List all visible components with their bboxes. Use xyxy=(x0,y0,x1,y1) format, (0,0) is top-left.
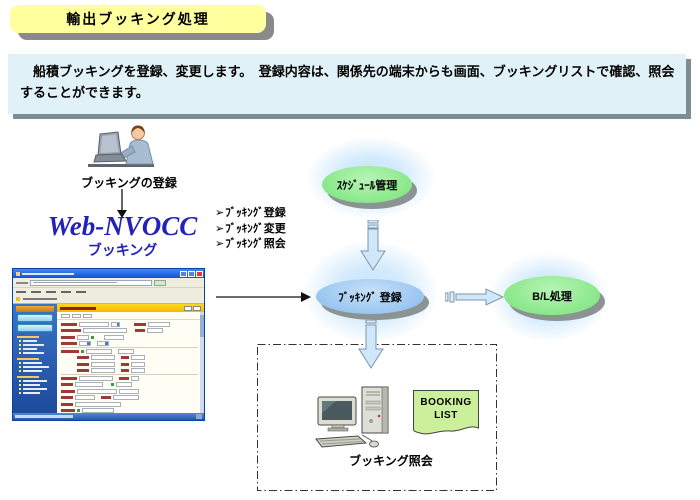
function-item: ➢ﾌﾞｯｷﾝｸﾞ照会 xyxy=(215,238,286,250)
node-schedule: ｽｹｼﾞｭｰﾙ管理 xyxy=(322,166,417,209)
browser-sidebar-nav xyxy=(13,304,57,413)
arrow-down-actor-to-system xyxy=(117,189,127,218)
document-shape xyxy=(413,390,479,435)
arrow-bullet-icon: ➢ xyxy=(215,207,225,219)
web-system-subtitle: ブッキング xyxy=(87,242,158,259)
description-box: 船積ブッキングを登録、変更します。 登録内容は、関係先の端末からも画面、ブッキン… xyxy=(8,54,686,114)
booking-screen-thumbnail xyxy=(12,268,205,421)
document-title: BOOKING LIST xyxy=(420,397,472,421)
browser-app-icon xyxy=(16,271,20,276)
node-bl: B/L処理 xyxy=(504,276,605,321)
browser-status-bar xyxy=(13,413,204,420)
favorites-icon xyxy=(16,297,20,301)
close-icon xyxy=(196,270,203,277)
node-booking: ﾌﾞｯｷﾝｸﾞ 登録 xyxy=(316,279,429,320)
sidebar-header xyxy=(16,306,54,312)
inquiry-region-border xyxy=(257,344,497,491)
minimize-icon xyxy=(180,270,187,277)
booking-list-document: BOOKING LIST xyxy=(412,389,480,439)
page-title: 輸出ブッキング処理 xyxy=(10,5,266,33)
function-item: ➢ﾌﾞｯｷﾝｸﾞ登録 xyxy=(215,207,286,219)
form-pagination xyxy=(57,312,204,320)
web-system-title: Web-NVOCC ブッキング xyxy=(25,212,220,260)
arrow-3d-down-schedule-to-booking xyxy=(360,220,386,271)
browser-form-area xyxy=(57,320,204,413)
person-at-laptop-icon xyxy=(88,125,154,167)
arrow-3d-right-booking-to-bl xyxy=(445,288,505,306)
inquiry-caption: ブッキング照会 xyxy=(349,454,433,468)
actor-caption: ブッキングの登録 xyxy=(81,176,177,190)
browser-title-bar xyxy=(13,269,204,278)
function-list: ➢ﾌﾞｯｷﾝｸﾞ登録 ➢ﾌﾞｯｷﾝｸﾞ変更 ➢ﾌﾞｯｷﾝｸﾞ照会 xyxy=(215,206,286,253)
sidebar-button xyxy=(17,314,53,322)
form-header-bar xyxy=(57,304,204,312)
address-input xyxy=(30,279,152,286)
maximize-icon xyxy=(188,270,195,277)
arrow-bullet-icon: ➢ xyxy=(215,222,225,235)
scrollbar xyxy=(200,312,204,413)
sidebar-button xyxy=(17,324,53,332)
go-button xyxy=(154,279,166,286)
arrow-3d-down-booking-to-inquiry xyxy=(358,320,384,369)
browser-address-bar xyxy=(13,278,204,288)
desktop-computer-icon xyxy=(315,386,389,448)
browser-toolbar xyxy=(13,295,204,304)
arrow-bullet-icon: ➢ xyxy=(215,238,225,250)
browser-menu-bar xyxy=(13,288,204,295)
function-item: ➢ﾌﾞｯｷﾝｸﾞ変更 xyxy=(215,222,286,235)
browser-main-area xyxy=(57,304,204,413)
arrow-right-screen-to-booking xyxy=(216,292,311,302)
